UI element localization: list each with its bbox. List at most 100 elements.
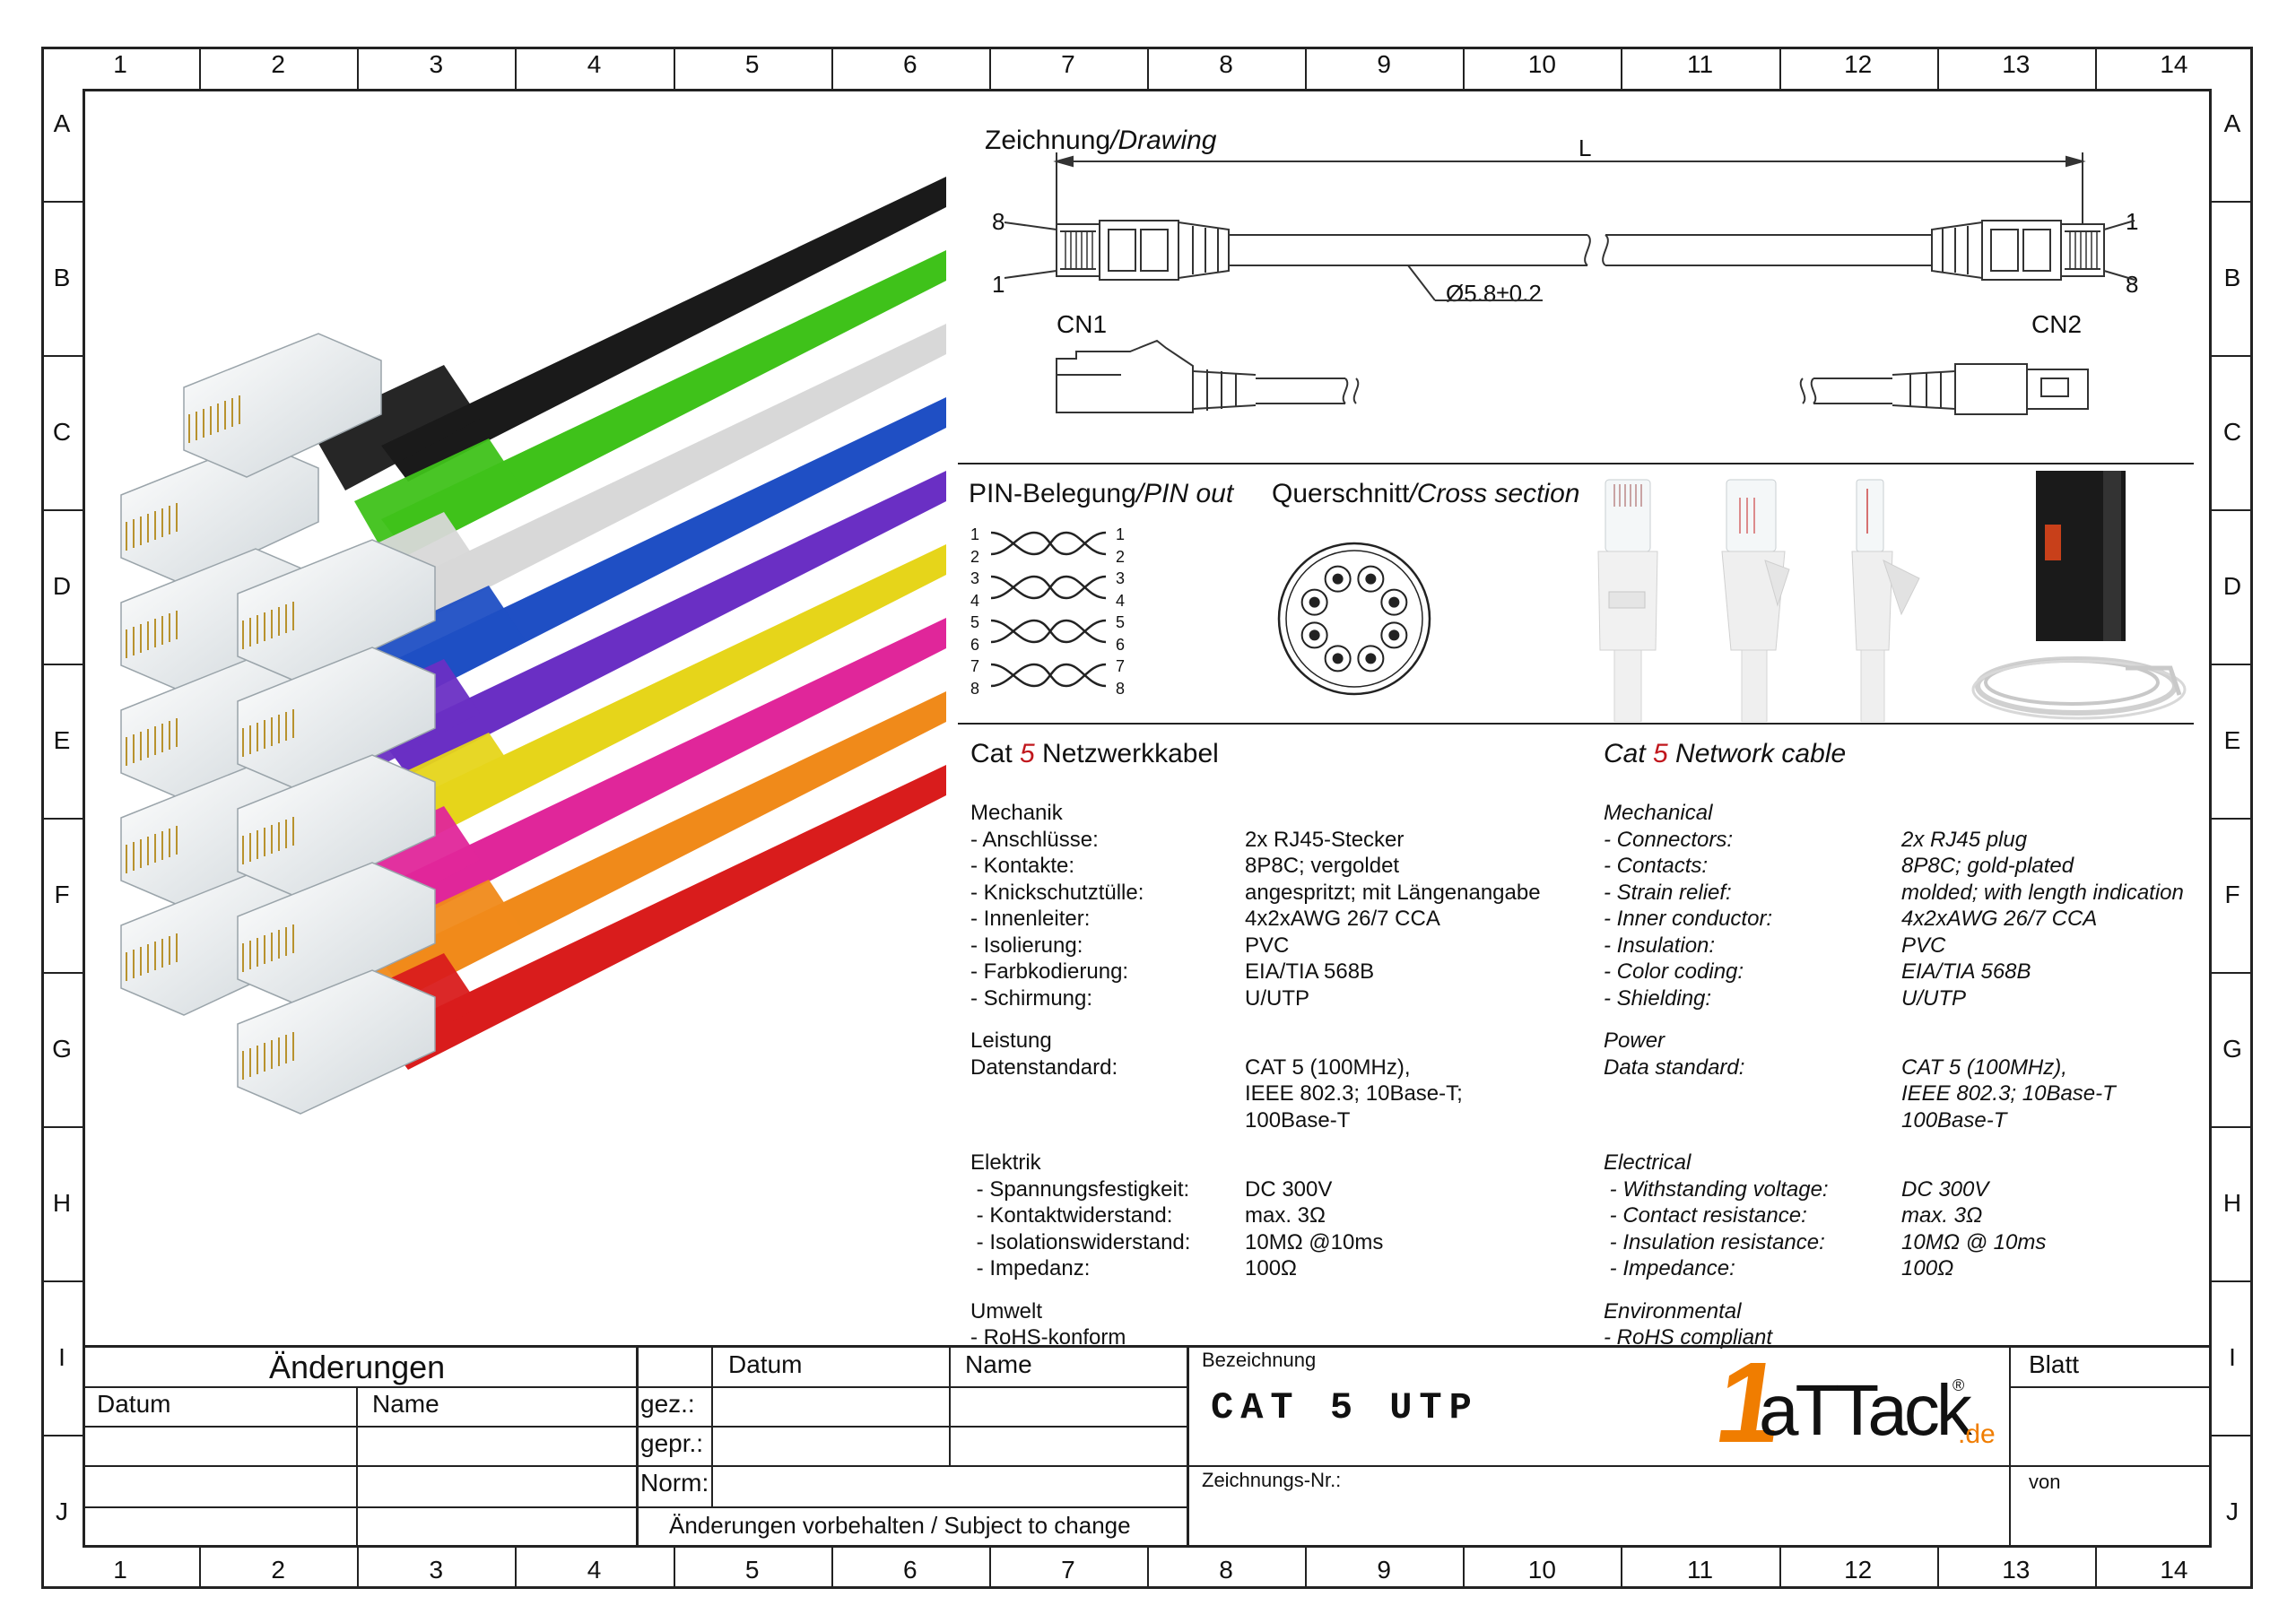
rj45-plug [237, 754, 436, 899]
core-insulation [1324, 645, 1352, 673]
spec-de-title-num: 5 [1020, 739, 1035, 768]
rj45-plug [237, 969, 436, 1115]
grid-tick [357, 1548, 360, 1589]
grid-tick [2212, 818, 2253, 820]
spec-label: - Kontaktwiderstand: [970, 1203, 1173, 1228]
spec-value: angespritzt; mit Längenangabe [1245, 880, 1541, 905]
core-conductor [1388, 596, 1400, 608]
bezeichnung-label: Bezeichnung [1202, 1349, 1317, 1371]
grid-row-label: B [2223, 264, 2241, 291]
grid-column-label: 9 [1377, 1556, 1391, 1584]
core-insulation [1300, 588, 1328, 616]
grid-row-label: D [52, 572, 72, 600]
rj45-plug [237, 539, 436, 684]
grid-tick [1621, 1548, 1623, 1589]
spec-en-title: Cat 5 Network cable [1604, 739, 1846, 769]
cross-section-diagram [1277, 542, 1431, 696]
pin-number: 6 [970, 635, 980, 654]
cross-section-title-de: Querschnitt [1272, 479, 1410, 508]
spec-heading: Environmental [1604, 1298, 1742, 1324]
pinout-title-en: /PIN out [1135, 479, 1234, 508]
cable-sheath [381, 618, 946, 923]
pin-number: 6 [1116, 635, 1126, 654]
grid-column-label: 8 [1219, 50, 1233, 78]
grid-tick [41, 201, 83, 203]
grid-row-label: G [52, 1035, 72, 1063]
divider-drawing [958, 463, 2194, 464]
grid-tick [41, 1435, 83, 1436]
grid-row-label: G [2222, 1035, 2242, 1063]
pin-number: 8 [1116, 679, 1126, 698]
pin-number: 4 [1116, 591, 1126, 610]
cn2-label: CN2 [2031, 310, 2083, 338]
diameter-label: Ø5.8±0.2 [1446, 280, 1542, 307]
core-insulation [1324, 565, 1352, 593]
grid-column-label: 8 [1219, 1556, 1233, 1584]
core-insulation [1357, 565, 1385, 593]
cable-sheath [381, 471, 946, 776]
grid-row-label: B [53, 264, 71, 291]
grid-tick [41, 509, 83, 511]
rj45-plug [183, 333, 382, 478]
grid-column-label: 12 [1844, 50, 1873, 78]
gepr-label: gepr.: [640, 1429, 704, 1457]
grid-tick [1463, 1548, 1465, 1589]
spec-label: - Knickschutztülle: [970, 880, 1144, 905]
core-conductor [1388, 629, 1400, 641]
spec-label: - Strain relief: [1604, 880, 1732, 905]
twisted-pair-wire [991, 575, 1107, 600]
spec-value: EIA/TIA 568B [1245, 959, 1375, 984]
spec-en-title-suffix: Network cable [1667, 739, 1847, 768]
spec-value: 100Base-T [1245, 1107, 1351, 1133]
grid-row-label: C [52, 418, 72, 446]
grid-column-label: 2 [271, 50, 285, 78]
twisted-pair-wire [991, 531, 1107, 556]
cable-sheath [381, 397, 946, 702]
twisted-pair-wire [991, 619, 1107, 644]
grid-column-label: 4 [587, 1556, 602, 1584]
grid-column-label: 9 [1377, 50, 1391, 78]
core-insulation [1357, 645, 1385, 673]
grid-tick [41, 355, 83, 357]
spec-heading: Leistung [970, 1028, 1052, 1053]
grid-column-label: 13 [2002, 50, 2031, 78]
grid-column-label: 14 [2160, 1556, 2188, 1584]
spec-value: 10MΩ @10ms [1245, 1229, 1384, 1254]
spec-label: Data standard: [1604, 1055, 1745, 1080]
grid-column-label: 10 [1527, 1556, 1556, 1584]
spec-value: U/UTP [1901, 985, 1966, 1011]
grid-tick [2212, 972, 2253, 974]
pin-number: 7 [1116, 657, 1126, 675]
spec-label: - Schirmung: [970, 985, 1093, 1011]
pin-number: 5 [970, 613, 980, 631]
brand-logo: 1 aTTack ® .de [1709, 1339, 2013, 1467]
spec-label: - Inner conductor: [1604, 907, 1773, 931]
spec-value: 10MΩ @ 10ms [1901, 1229, 2047, 1254]
spec-value: molded; with length indication [1901, 880, 2184, 905]
spec-value: max. 3Ω [1901, 1203, 1983, 1228]
spec-value: 4x2xAWG 26/7 CCA [1901, 907, 2098, 931]
grid-tick [515, 47, 517, 89]
spec-value: PVC [1245, 933, 1290, 958]
plug-front-photo [1597, 479, 1658, 722]
grid-tick [2212, 664, 2253, 665]
core-conductor [1309, 596, 1320, 608]
spec-label: - Contacts: [1604, 854, 1709, 878]
spec-label: - Impedanz: [970, 1256, 1091, 1280]
grid-row-label: A [2223, 109, 2241, 137]
strain-relief-boot [354, 880, 525, 1005]
cable-sheath [381, 177, 946, 482]
grid-tick [1463, 47, 1465, 89]
grid-tick [515, 1548, 517, 1589]
core-conductor [1365, 573, 1377, 585]
changes-heading: Änderungen [269, 1349, 446, 1385]
twisted-pair-wire [991, 575, 1107, 600]
spec-value: DC 300V [1901, 1176, 1989, 1202]
spec-value: 2x RJ45-Stecker [1245, 827, 1405, 852]
grid-row-label: C [2222, 418, 2242, 446]
grid-row-label: J [2226, 1497, 2239, 1525]
core-insulation [1380, 621, 1408, 649]
grid-tick [2212, 201, 2253, 203]
strain-relief-boot [309, 365, 480, 490]
spec-value: 4x2xAWG 26/7 CCA [1245, 907, 1440, 931]
